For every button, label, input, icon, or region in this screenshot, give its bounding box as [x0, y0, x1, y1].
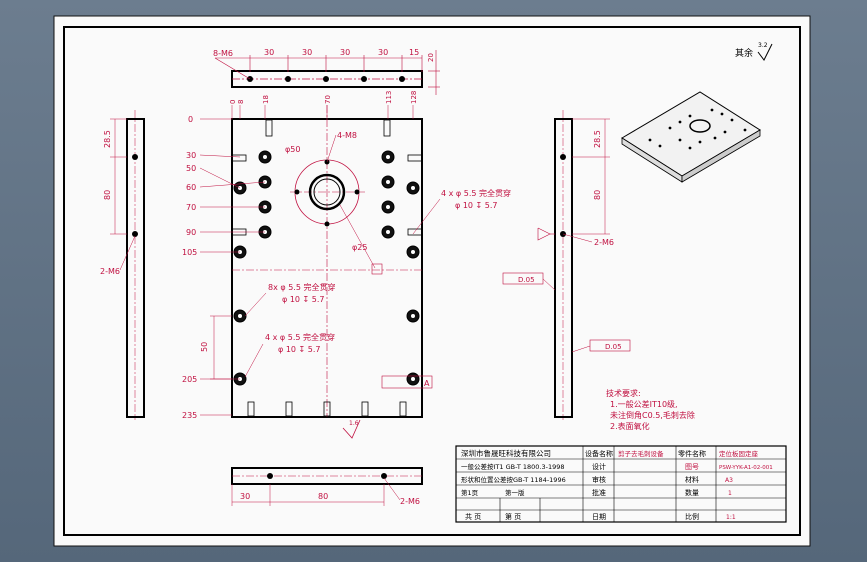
x-label-0: 0 [229, 100, 237, 104]
left-dim-2: 80 [103, 190, 112, 200]
x-label-3: 70 [324, 95, 332, 104]
tb-drawing-value: PSW-YYK-A1-02-001 [719, 465, 773, 471]
y-label-8: 235 [182, 411, 197, 420]
technical-notes: 技术要求: 1.一般公差IT10级, 未注倒角C0.5,毛刺去除 2.表面氧化 [606, 388, 695, 431]
side-dim: 50 [200, 342, 209, 352]
bottom-callout: 2-M6 [400, 497, 420, 506]
left-dim-1: 28.5 [103, 130, 112, 148]
top-dim-2: 30 [302, 48, 312, 57]
x-label-5: 128 [410, 91, 418, 104]
left-view-body [126, 118, 145, 418]
top-dim-3: 30 [340, 48, 350, 57]
front-view: 0 30 50 60 70 90 105 205 235 50 0 8 18 7… [182, 91, 511, 439]
tb-r-approve: 批准 [592, 488, 606, 497]
tb-material-label: 材料 [685, 475, 699, 484]
tb-name-value: 剪子去毛刺设备 [618, 449, 664, 458]
y-label-6: 105 [182, 248, 197, 257]
tb-r-date: 日期 [592, 513, 606, 521]
y-label-0: 0 [188, 115, 193, 124]
callout-1a: 4 x φ 5.5 完全贯穿 [441, 188, 511, 198]
y-label-4: 70 [186, 203, 196, 212]
callout-3a: 4 x φ 5.5 完全贯穿 [265, 332, 335, 342]
y-label-1: 30 [186, 151, 196, 160]
drawing-border [63, 26, 801, 536]
roughness-symbol: 其余 3.2 [735, 42, 773, 61]
right-dim-2: 80 [593, 190, 602, 200]
top-view: 8-M6 30 30 30 30 15 20 [213, 48, 440, 95]
tb-scale-value: 1:1 [726, 514, 736, 521]
top-thick: 20 [427, 53, 435, 62]
m-callout: 4-M8 [337, 131, 357, 140]
right-callout: 2-M6 [594, 238, 614, 247]
right-dim-1: 28.5 [593, 130, 602, 148]
notes-line-3: 2.表面氧化 [610, 421, 650, 431]
callout-1b: φ 10 ↧ 5.7 [455, 201, 498, 210]
tb-sheet: 第1页 [461, 488, 479, 497]
x-label-2: 18 [262, 95, 270, 104]
isometric-view [621, 91, 761, 183]
y-label-2: 50 [186, 164, 196, 173]
title-block: 深圳市鲁晟旺科技有限公司 一般公差按IT1 GB-T 1800.3-1998 形… [455, 445, 787, 523]
tb-name-label: 设备名称 [585, 449, 613, 458]
tb-r-design: 设计 [592, 462, 606, 471]
tb-company: 深圳市鲁晟旺科技有限公司 [461, 448, 551, 458]
callout-3b: φ 10 ↧ 5.7 [278, 345, 321, 354]
bottom-dim-1: 30 [240, 492, 250, 501]
notes-line-2: 未注倒角C0.5,毛刺去除 [610, 410, 695, 420]
callout-2a: 8x φ 5.5 完全贯穿 [268, 282, 335, 292]
notes-line-1: 1.一般公差IT10级, [610, 399, 678, 409]
top-dim-4: 30 [378, 48, 388, 57]
left-callout: 2-M6 [100, 267, 120, 276]
tb-qty-value: 1 [728, 490, 732, 497]
tb-part-label: 零件名称 [678, 449, 706, 458]
tb-part-value: 定位板固定座 [719, 449, 759, 458]
flatness-tag-1: D.05 [518, 276, 535, 284]
rough-bottom: 1.6 [349, 420, 359, 427]
top-dim-1: 30 [264, 48, 274, 57]
tb-drawing-label: 图号 [685, 463, 699, 471]
x-label-1: 8 [237, 100, 245, 104]
flatness-tag-2: D.05 [605, 343, 622, 351]
bottom-view: 30 80 2-M6 [231, 467, 423, 506]
datum-label: A [424, 379, 430, 388]
roughness-label: 其余 [735, 47, 753, 59]
left-view: 28.5 80 2-M6 [100, 110, 145, 420]
tb-page: 第 页 [505, 512, 521, 521]
right-view: 28.5 80 2-M6 D.05 D.05 [502, 110, 631, 420]
tb-tol-general: 一般公差按IT1 GB-T 1800.3-1998 [461, 462, 565, 471]
top-callout: 8-M6 [213, 49, 233, 58]
right-view-body [554, 118, 573, 418]
tb-tol-form: 形状和位置公差按GB-T 1184-1996 [461, 475, 566, 484]
bottom-dim-2: 80 [318, 492, 328, 501]
tb-scale-label: 比例 [685, 512, 699, 521]
tb-r-check: 审核 [592, 475, 606, 484]
tb-material-value: A3 [725, 477, 733, 484]
hole-dia-label: φ50 [285, 145, 300, 154]
y-label-5: 90 [186, 228, 196, 237]
callout-2b: φ 10 ↧ 5.7 [282, 295, 325, 304]
tb-qty-label: 数量 [685, 488, 699, 497]
x-label-4: 113 [385, 91, 393, 104]
y-label-3: 60 [186, 183, 196, 192]
top-dim-5: 15 [409, 48, 419, 57]
tb-version: 第一版 [505, 488, 525, 497]
notes-heading: 技术要求: [606, 388, 641, 398]
bore-label: φ25 [352, 243, 367, 252]
roughness-value: 3.2 [758, 42, 768, 49]
tb-total: 共 页 [465, 512, 481, 521]
y-label-7: 205 [182, 375, 197, 384]
